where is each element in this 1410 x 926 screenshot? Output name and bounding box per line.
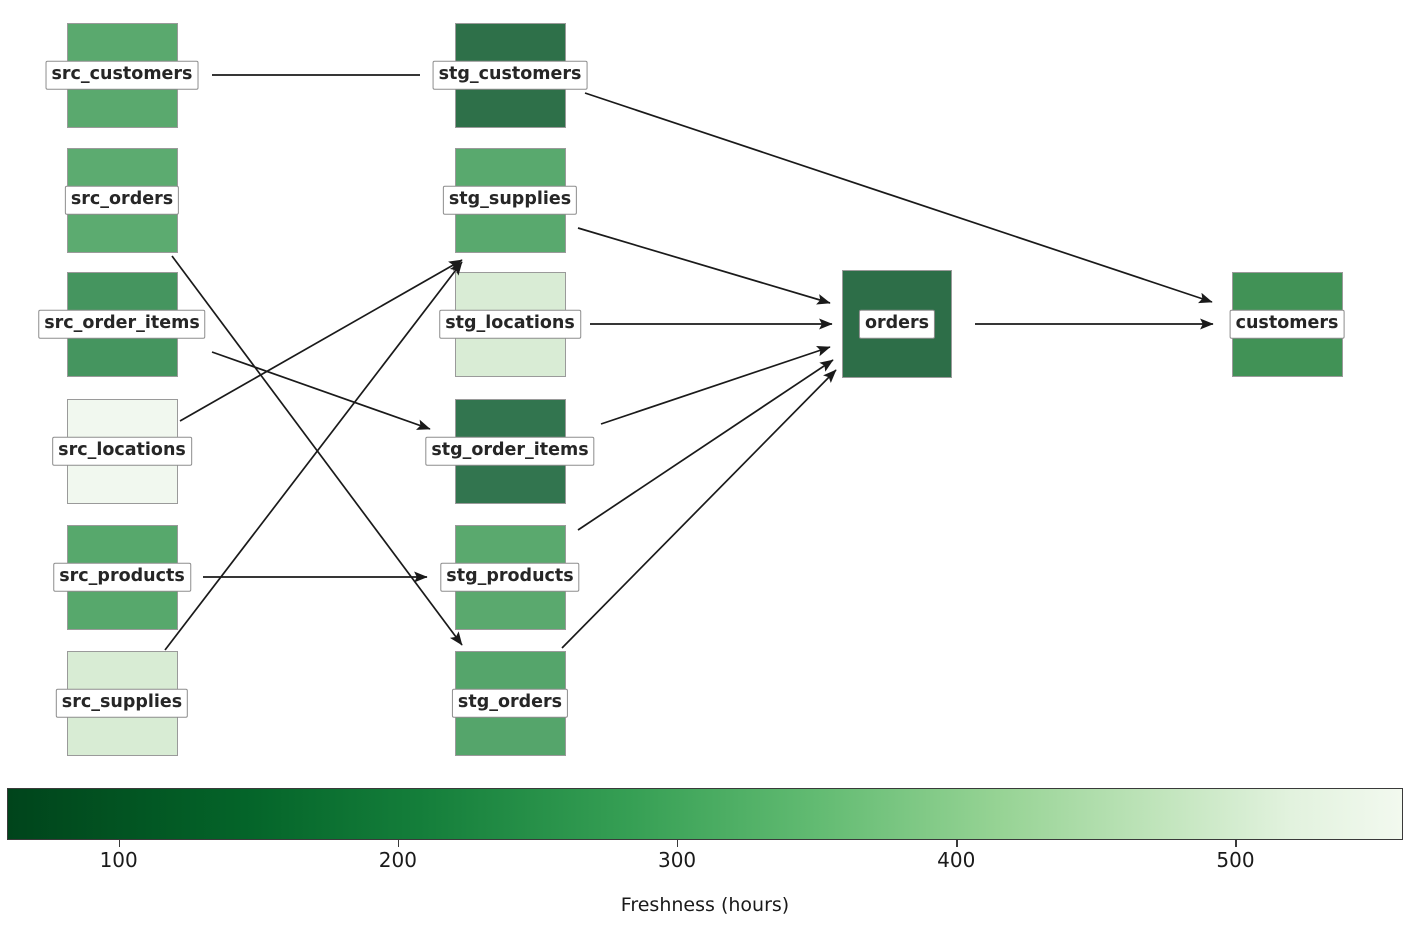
colorbar-tick-400 (956, 840, 958, 847)
colorbar-tick-label-300: 300 (657, 848, 697, 872)
colorbar-gradient (7, 788, 1403, 840)
node-label-stg_products: stg_products (440, 562, 580, 592)
colorbar-tick-label-200: 200 (378, 848, 417, 872)
edge-stg_products-to-orders (577, 359, 834, 531)
colorbar: 100 200 300 400 500 (7, 788, 1403, 872)
node-label-stg_locations: stg_locations (439, 309, 581, 339)
colorbar-tick-200 (397, 840, 400, 847)
node-label-stg_order_items: stg_order_items (425, 436, 595, 466)
edge-stg_order_items-to-orders (600, 345, 831, 425)
node-label-src_products: src_products (53, 562, 191, 592)
colorbar-tick-label-400: 400 (937, 848, 976, 872)
edge-src_orders-to-stg_orders (171, 255, 463, 646)
node-label-src_locations: src_locations (52, 436, 192, 466)
edge-src_supplies-to-stg_supplies (164, 261, 463, 651)
node-label-stg_orders: stg_orders (451, 688, 569, 718)
node-label-src_order_items: src_order_items (38, 309, 206, 339)
colorbar-tick-label-500: 500 (1216, 848, 1255, 872)
colorbar-tick-label-100: 100 (99, 848, 138, 872)
node-label-src_orders: src_orders (64, 185, 180, 215)
colorbar-tick-100 (118, 840, 120, 847)
colorbar-tick-500 (1235, 840, 1237, 847)
node-label-stg_customers: stg_customers (432, 60, 588, 90)
node-label-src_supplies: src_supplies (55, 688, 189, 718)
colorbar-axis-label: Freshness (hours) (620, 894, 790, 916)
node-label-src_customers: src_customers (45, 60, 199, 90)
node-label-customers: customers (1229, 309, 1345, 339)
edge-stg_supplies-to-orders (577, 227, 831, 305)
edge-stg_orders-to-orders (561, 369, 837, 649)
node-label-stg_supplies: stg_supplies (442, 185, 578, 215)
edge-src_order_items-to-stg_order_items (211, 351, 431, 430)
edge-src_locations-to-stg_locations (179, 259, 463, 422)
node-label-orders: orders (858, 309, 936, 339)
colorbar-tick-300 (677, 840, 679, 847)
